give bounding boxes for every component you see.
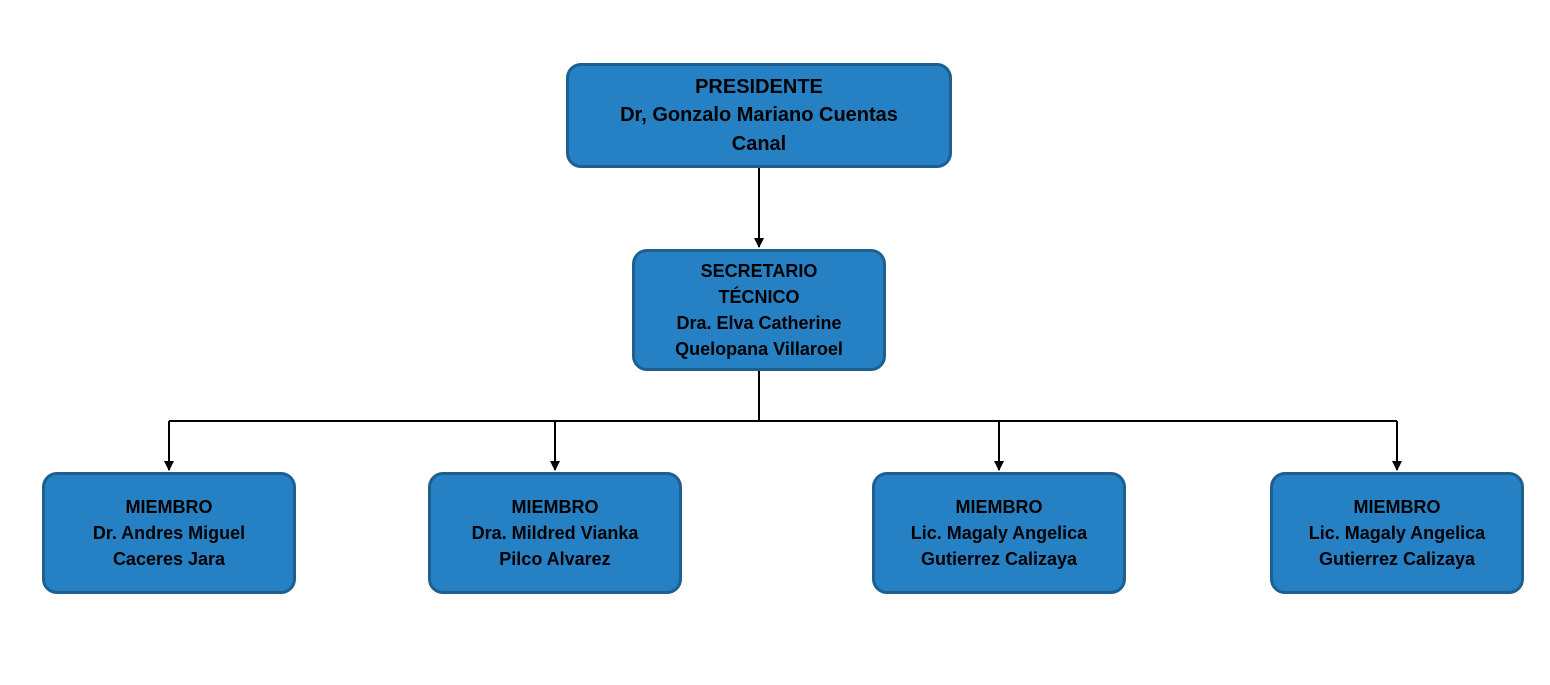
member-name-line2: Caceres Jara bbox=[112, 549, 226, 569]
member-box-1: MIEMBRO Dr. Andres Miguel Caceres Jara bbox=[42, 472, 296, 594]
presidente-role: PRESIDENTE bbox=[695, 75, 823, 98]
secretario-role-line2: TÉCNICO bbox=[718, 287, 800, 307]
presidente-name-line1: Dr, Gonzalo Mariano Cuentas bbox=[620, 104, 898, 127]
member-name-line2: Gutierrez Calizaya bbox=[920, 549, 1078, 569]
member-box-3: MIEMBRO Lic. Magaly Angelica Gutierrez C… bbox=[872, 472, 1126, 594]
secretario-name-line1: Dra. Elva Catherine bbox=[676, 313, 842, 333]
member-name-line1: Dr. Andres Miguel bbox=[92, 523, 246, 543]
member-name-line2: Gutierrez Calizaya bbox=[1318, 549, 1476, 569]
member-role: MIEMBRO bbox=[511, 497, 599, 517]
member-name-line2: Pilco Alvarez bbox=[499, 549, 611, 569]
secretario-role-line1: SECRETARIO bbox=[700, 261, 818, 281]
member-name-line1: Lic. Magaly Angelica bbox=[910, 523, 1088, 543]
secretario-name-line2: Quelopana Villaroel bbox=[675, 339, 843, 359]
member-name-line1: Lic. Magaly Angelica bbox=[1308, 523, 1486, 543]
member-name-line1: Dra. Mildred Vianka bbox=[471, 523, 639, 543]
presidente-name-line2: Canal bbox=[731, 132, 787, 155]
presidente-box: PRESIDENTE Dr, Gonzalo Mariano Cuentas C… bbox=[566, 63, 952, 168]
member-box-2: MIEMBRO Dra. Mildred Vianka Pilco Alvare… bbox=[428, 472, 682, 594]
member-role: MIEMBRO bbox=[955, 497, 1043, 517]
secretario-box: SECRETARIO TÉCNICO Dra. Elva Catherine Q… bbox=[632, 249, 886, 371]
member-role: MIEMBRO bbox=[1353, 497, 1441, 517]
member-box-4: MIEMBRO Lic. Magaly Angelica Gutierrez C… bbox=[1270, 472, 1524, 594]
member-role: MIEMBRO bbox=[125, 497, 213, 517]
